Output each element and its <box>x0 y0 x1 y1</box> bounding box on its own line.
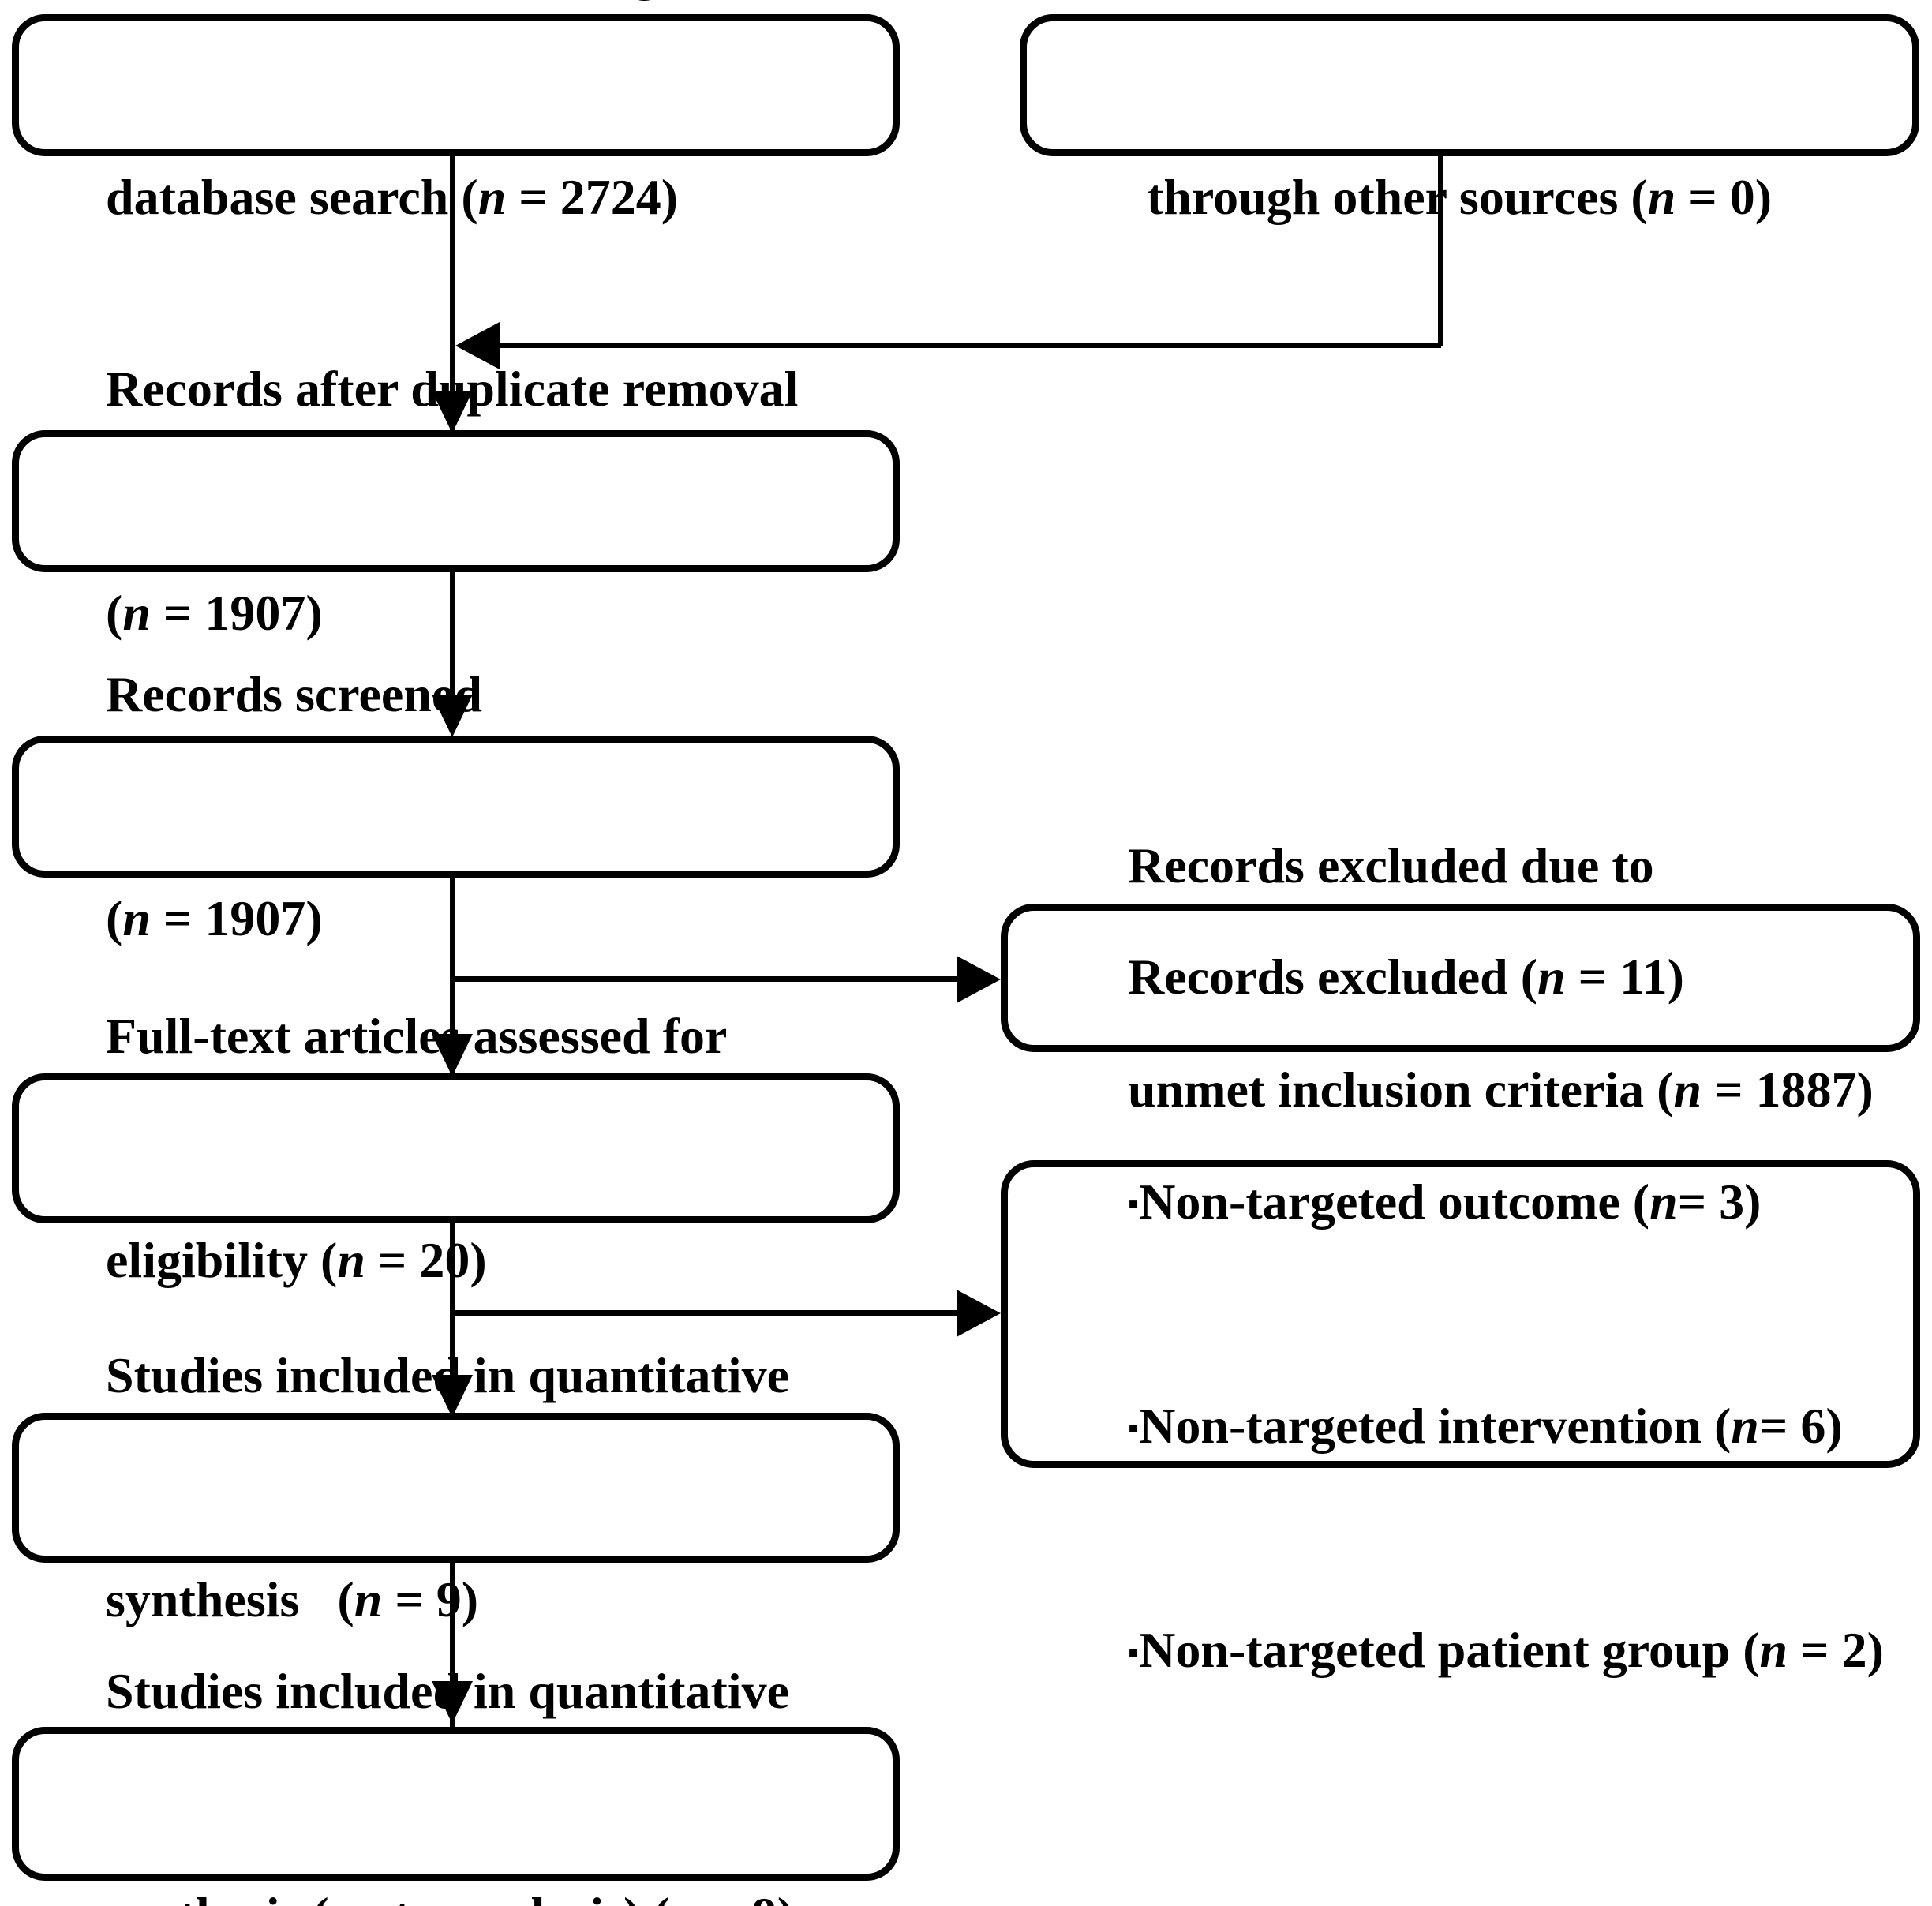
connector-line-box1-to-box3 <box>450 156 455 433</box>
italic-n: n <box>477 168 507 225</box>
box-line-bullet: ▪Non-targeted intervention (n= 6) <box>1128 1397 1843 1454</box>
box-line-bullet: ▪Non-targeted patient group (n = 2) <box>1128 1621 1884 1678</box>
italic-n: n <box>1537 949 1566 1005</box>
arrowhead-down-to-box3 <box>432 391 473 433</box>
bullet-square-icon: ▪ <box>1128 1410 1140 1446</box>
connector-line-box3-to-box4 <box>450 572 455 714</box>
box-line: Full-text articles assessed for <box>106 1007 728 1064</box>
arrowhead-down-to-box4 <box>432 695 473 737</box>
box-line: Records after duplicate removal <box>106 360 799 417</box>
box-records-screened: Records screened (n = 1907) <box>12 666 900 946</box>
connector-line-box4-to-box5 <box>453 976 958 982</box>
connector-line-box2-to-junction <box>497 343 1441 348</box>
box-line: Records screened <box>106 665 482 722</box>
box-records-identified-database: Records identified through database sear… <box>12 0 900 225</box>
box-line: database search (n = 2724) <box>106 168 679 225</box>
box-line: (n = 1907) <box>106 889 323 946</box>
box-included-quantitative: Studies included in quantitative synthes… <box>12 1347 900 1627</box>
italic-n: n <box>122 889 151 946</box>
box-records-identified-other-sources: Additional records identified through ot… <box>1020 0 1919 225</box>
box-line-bullet: ▪Non-targeted outcome (n= 3) <box>1128 1173 1762 1230</box>
italic-n: n <box>1649 1173 1678 1230</box>
italic-n: n <box>122 584 151 641</box>
connector-line-box4-to-box6 <box>450 878 455 1075</box>
connector-line-box6-to-box7 <box>453 1310 958 1316</box>
box-records-excluded-reasons: Records excluded (n = 11) ▪Non-targeted … <box>1001 949 1920 1678</box>
arrowhead-right-to-box7 <box>957 1290 1001 1337</box>
italic-n: n <box>354 1571 383 1627</box>
box-line: (n = 1907) <box>106 584 323 641</box>
arrowhead-down-to-box9 <box>432 1681 473 1724</box>
box-line: Records identified through <box>19 0 893 85</box>
italic-n: n <box>337 1231 365 1288</box>
box-line: Records excluded (n = 11) <box>1128 949 1684 1005</box>
box-line: Studies included in quantitative <box>106 1346 789 1403</box>
italic-n: n <box>1647 168 1676 225</box>
arrowhead-down-to-box6 <box>432 1034 473 1077</box>
connector-line-box8-to-box9 <box>450 1563 455 1744</box>
box-line: through other sources (n = 0) <box>1147 168 1773 225</box>
italic-n: n <box>1731 1397 1759 1454</box>
box-records-excluded-criteria: Records excluded due to unmet inclusion … <box>1001 837 1920 1118</box>
arrowhead-left-into-junction <box>455 322 500 369</box>
italic-n: n <box>1673 1061 1702 1118</box>
connector-line-box6-to-box8 <box>450 1223 455 1417</box>
italic-n: n <box>670 1887 698 1906</box>
italic-n: n <box>1759 1621 1788 1678</box>
box-line: Records excluded due to <box>1128 837 1654 893</box>
box-line: unmet inclusion criteria (n = 1887) <box>1128 1061 1874 1118</box>
box-line: synthesis (meta-analysis) (n = 9) <box>19 1804 893 1906</box>
box-line: Additional records identified <box>1027 0 1912 85</box>
box-records-after-duplicate-removal: Records after duplicate removal (n = 190… <box>12 361 900 641</box>
arrowhead-down-to-box8 <box>432 1375 473 1417</box>
bullet-square-icon: ▪ <box>1128 1634 1140 1670</box>
box-included-meta-analysis: Studies included in quantitative synthes… <box>12 1663 900 1906</box>
bullet-square-icon: ▪ <box>1128 1185 1140 1221</box>
box-line: synthesis (n = 9) <box>106 1571 479 1627</box>
arrowhead-right-to-box5 <box>957 956 1001 1003</box>
connector-line-box2-drop <box>1438 156 1443 346</box>
box-line: Studies included in quantitative <box>106 1663 789 1720</box>
box-fulltext-assessed: Full-text articles assessed for eligibil… <box>12 1008 900 1288</box>
